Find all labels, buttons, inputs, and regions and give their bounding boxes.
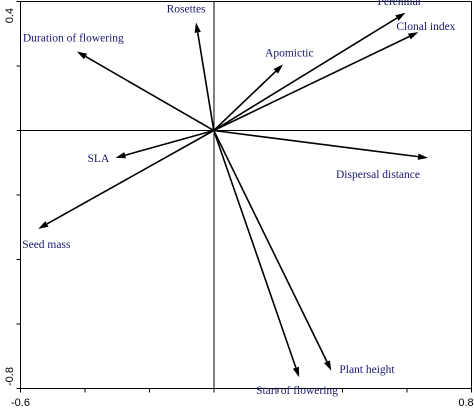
vector-shaft [124, 129, 215, 156]
vector-perennial: Perennial [213, 0, 421, 132]
axis-ticks [16, 1, 472, 393]
vector-rosettes: Rosettes [167, 3, 215, 131]
tick-labels: -0.6 0.8 0.4 -0.8 [4, 8, 474, 409]
arrowhead-icon [292, 366, 300, 378]
vector-label: Seed mass [22, 239, 71, 251]
vector-shaft [213, 130, 297, 369]
arrowhead-icon [76, 51, 88, 60]
vector-shaft [213, 35, 410, 132]
arrowhead-icon [115, 152, 127, 159]
vector-label: Dispersal distance [336, 169, 420, 181]
arrowhead-icon [38, 221, 49, 229]
arrowhead-icon [395, 12, 406, 21]
vector-label: Rosettes [167, 3, 206, 15]
vector-label: Apomictic [265, 47, 314, 59]
vector-duration-of-flowering: Duration of flowering [23, 32, 215, 132]
vector-label: Duration of flowering [23, 32, 124, 44]
vector-shaft [213, 70, 277, 132]
vector-label: Perennial [377, 0, 420, 8]
vector-shaft [85, 55, 215, 132]
vector-label: SLA [88, 153, 110, 165]
x-tick-label-max: 0.8 [458, 397, 473, 409]
y-tick-label-min: -0.8 [4, 367, 16, 386]
vector-dispersal-distance: Dispersal distance [213, 129, 429, 181]
vector-plant-height: Plant height [213, 130, 395, 376]
vector-label: Plant height [339, 364, 395, 376]
vector-shaft [213, 17, 398, 132]
vector-label: Clonal index [396, 21, 455, 33]
arrowhead-icon [194, 22, 201, 33]
vector-shaft [213, 130, 328, 363]
vector-apomictic: Apomictic [213, 47, 314, 132]
vector-label: Start of flowering [256, 385, 338, 397]
vector-shaft [213, 129, 419, 158]
arrowhead-icon [273, 64, 284, 74]
vector-start-of-flowering: Start of flowering [213, 130, 338, 397]
arrowhead-icon [407, 32, 419, 40]
vector-seed-mass: Seed mass [22, 129, 215, 251]
vector-shaft [196, 32, 215, 131]
y-tick-label-max: 0.4 [4, 8, 16, 23]
vector-sla: SLA [88, 129, 215, 165]
arrowhead-icon [324, 360, 332, 371]
x-tick-label-min: -0.6 [11, 397, 30, 409]
vector-clonal-index: Clonal index [213, 21, 456, 132]
vector-shaft [46, 129, 215, 225]
arrowhead-icon [417, 153, 429, 160]
